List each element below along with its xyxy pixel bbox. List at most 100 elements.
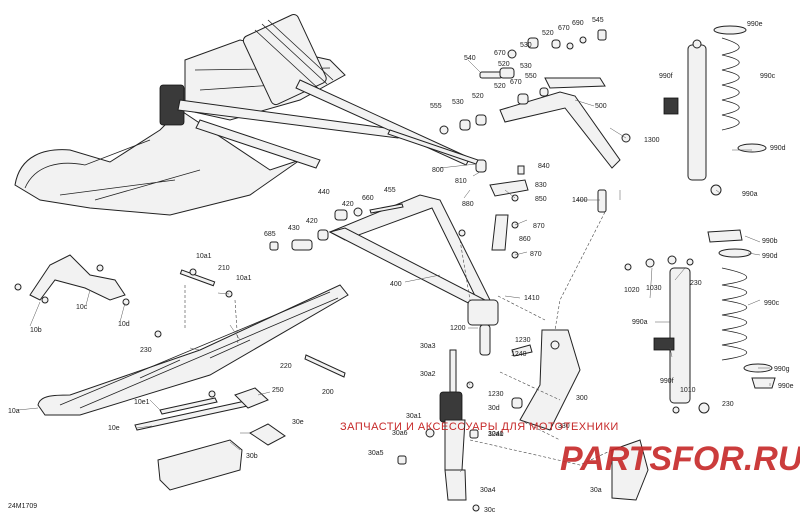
callout-870: 870 (533, 223, 545, 230)
callout-555: 555 (430, 103, 442, 110)
callout-1240: 1240 (511, 351, 527, 358)
ski-runners (134, 390, 253, 431)
watermark: ЗАПЧАСТИ И АКСЕССУАРЫ ДЛЯ МОТОТЕХНИКИ PA… (340, 421, 800, 478)
callout-220: 220 (280, 363, 292, 370)
callout-420: 420 (306, 218, 318, 225)
callout-10a1: 10a1 (236, 275, 252, 282)
callout-230: 230 (722, 401, 734, 408)
callout-810: 810 (455, 178, 467, 185)
callout-440: 440 (318, 189, 330, 196)
callout-870: 870 (530, 251, 542, 258)
spindle-part-30a (611, 439, 649, 501)
lower-a-arm (328, 194, 499, 356)
callout-1030: 1030 (646, 285, 662, 292)
callout-670: 670 (558, 25, 570, 32)
callout-660: 660 (362, 195, 374, 202)
callout-670: 670 (510, 79, 522, 86)
callout-30a1: 30a1 (406, 413, 422, 420)
callout-990a: 990a (742, 191, 758, 198)
callout-10c: 10c (76, 304, 88, 311)
callout-850: 850 (535, 196, 547, 203)
callout-500: 500 (595, 103, 607, 110)
wear-blocks (234, 387, 286, 446)
callout-430: 430 (288, 225, 300, 232)
callout-990d: 990d (762, 253, 778, 260)
tie-rod (387, 129, 479, 165)
upper-a-arm (499, 77, 631, 169)
callout-990d: 990d (770, 145, 786, 152)
callout-530: 530 (520, 42, 532, 49)
callout-690: 690 (572, 20, 584, 27)
callout-30a: 30a (590, 487, 602, 494)
callout-250: 250 (272, 387, 284, 394)
callout-990f: 990f (659, 73, 673, 80)
callout-520: 520 (498, 61, 510, 68)
shock-bottom (624, 229, 776, 414)
callout-520: 520 (494, 83, 506, 90)
callout-1200: 1200 (450, 325, 466, 332)
ski-leg (397, 349, 480, 512)
callout-990b: 990b (762, 238, 778, 245)
callout-880: 880 (462, 201, 474, 208)
callout-840: 840 (538, 163, 550, 170)
callout-1410: 1410 (524, 295, 540, 302)
callout-455: 455 (384, 187, 396, 194)
callout-30c: 30c (484, 507, 496, 514)
lower-hardware (269, 189, 607, 251)
steering-bracket (489, 165, 529, 259)
callout-1230: 1230 (488, 391, 504, 398)
callout-400: 400 (390, 281, 402, 288)
callout-990c: 990c (764, 300, 780, 307)
callout-1300: 1300 (644, 137, 660, 144)
callout-30a2: 30a2 (420, 371, 436, 378)
spindle (511, 329, 581, 431)
callout-labels: 545 690 670 520 530 670 540 520 530 670 … (8, 17, 794, 514)
watermark-tagline: ЗАПЧАСТИ И АКСЕССУАРЫ ДЛЯ МОТОТЕХНИКИ (340, 421, 619, 433)
callout-1230: 1230 (515, 337, 531, 344)
reference-lines (184, 211, 613, 466)
main-ski-assembly (14, 14, 471, 216)
callout-30a6: 30a6 (392, 430, 408, 437)
callout-30e: 30e (292, 419, 304, 426)
callout-1400: 1400 (572, 197, 588, 204)
callout-330: 330 (558, 423, 570, 430)
callout-200: 200 (322, 389, 334, 396)
callout-420: 420 (342, 201, 354, 208)
callout-30a4: 30a4 (480, 487, 496, 494)
skid-plate (157, 439, 243, 491)
callout-30a5: 30a5 (368, 450, 384, 457)
callout-670: 670 (494, 50, 506, 57)
callout-685: 685 (264, 231, 276, 238)
diagram-code: 24M1709 (8, 503, 37, 510)
callout-990c: 990c (760, 73, 776, 80)
callout-860: 860 (519, 236, 531, 243)
callout-530: 530 (520, 63, 532, 70)
ski-handle (14, 254, 130, 306)
callout-990e: 990e (778, 383, 794, 390)
callout-800: 800 (432, 167, 444, 174)
leader-lines (17, 59, 771, 473)
callout-230: 230 (690, 280, 702, 287)
callout-1010: 1010 (680, 387, 696, 394)
callout-520: 520 (542, 30, 554, 37)
callout-210: 210 (218, 265, 230, 272)
callout-990f: 990f (660, 378, 674, 385)
callout-10d: 10d (118, 321, 130, 328)
callout-1020: 1020 (624, 287, 640, 294)
callout-990a: 990a (632, 319, 648, 326)
callout-545: 545 (592, 17, 604, 24)
shock-top (663, 25, 767, 196)
callout-10a1: 10a1 (196, 253, 212, 260)
callout-830: 830 (535, 182, 547, 189)
callout-540: 540 (464, 55, 476, 62)
callout-10e: 10e (108, 425, 120, 432)
callout-520: 520 (472, 93, 484, 100)
callout-10a: 10a (8, 408, 20, 415)
callout-990e: 990e (747, 21, 763, 28)
watermark-brand: PARTSFOR.RU (560, 440, 800, 478)
callout-30b: 30b (246, 453, 258, 460)
lower-ski (37, 268, 349, 416)
callout-300: 300 (576, 395, 588, 402)
